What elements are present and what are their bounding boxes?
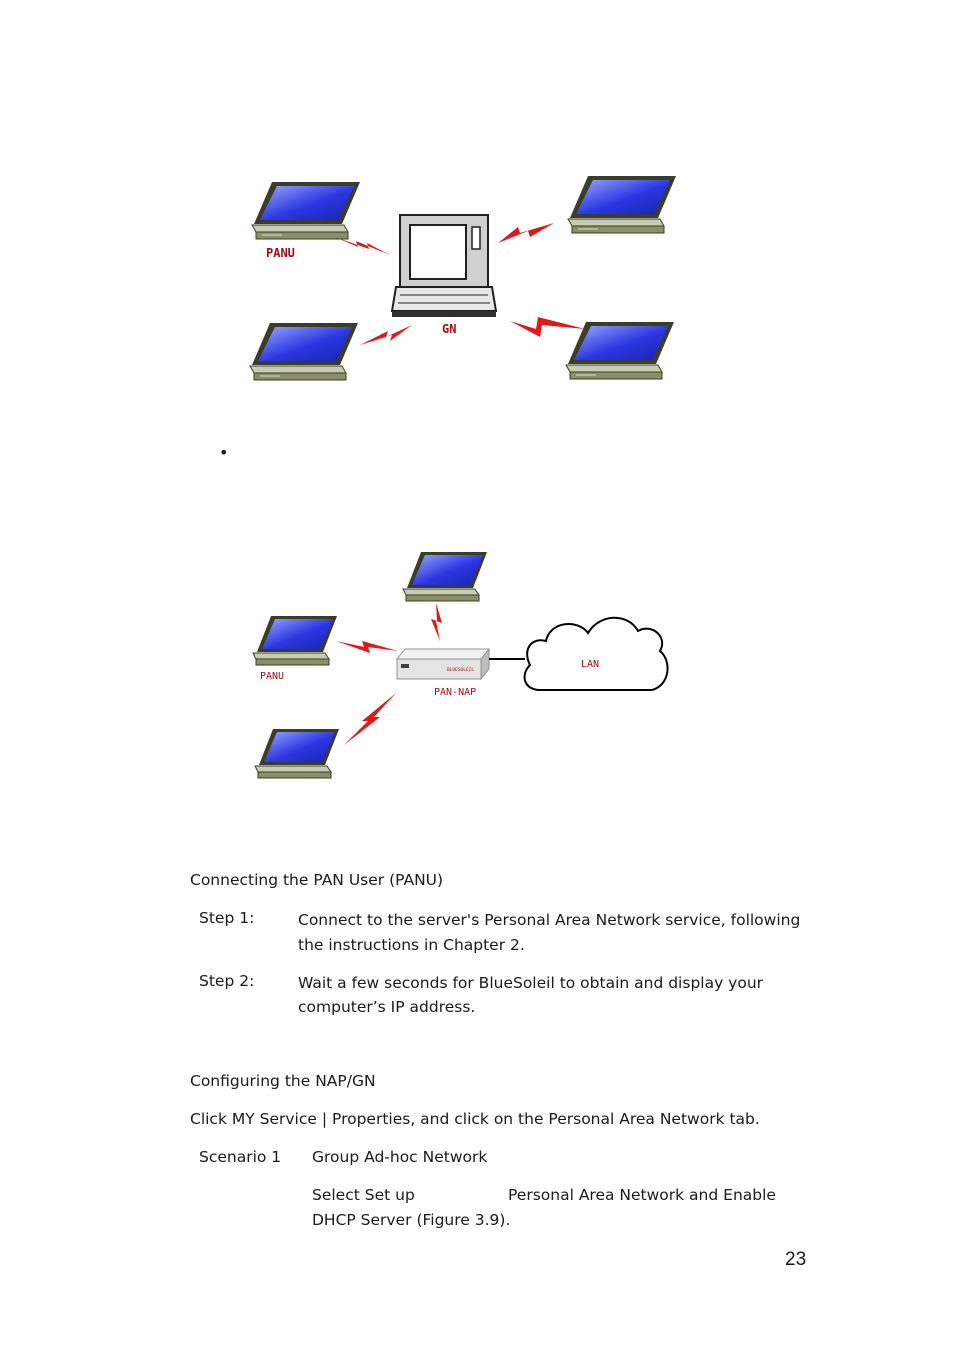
lightning-bolt-icon bbox=[360, 325, 412, 345]
scenario-label: Scenario 1 bbox=[199, 1147, 281, 1167]
lightning-bolt-icon bbox=[336, 641, 398, 653]
properties-instruction: Click MY Service | Properties, and click… bbox=[190, 1109, 760, 1129]
step-1-label: Step 1: bbox=[199, 908, 254, 928]
lightning-bolt-icon bbox=[344, 693, 396, 745]
device-brand-text: BLUESOLEIL bbox=[447, 667, 474, 673]
laptop-icon-bottom-right bbox=[566, 322, 674, 379]
laptop-icon-top-left bbox=[252, 182, 360, 239]
lightning-bolt-icon bbox=[431, 603, 442, 641]
configuring-nap-heading: Configuring the NAP/GN bbox=[190, 1071, 376, 1091]
lan-label: LAN bbox=[581, 659, 599, 670]
step-1-text: Connect to the server's Personal Area Ne… bbox=[298, 908, 818, 958]
step-2-text: Wait a few seconds for BlueSoleil to obt… bbox=[298, 971, 798, 1019]
laptop-icon-bottom bbox=[255, 729, 339, 778]
figure-group-adhoc-network: PANU GN bbox=[240, 165, 690, 390]
step-2-label: Step 2: bbox=[199, 971, 254, 991]
select-pan-text: Personal Area Network and Enable bbox=[508, 1185, 776, 1205]
figure-network-access-point: BLUESOLEIL LAN PANU PAN-NAP bbox=[240, 545, 680, 785]
pan-nap-label: PAN-NAP bbox=[434, 687, 476, 698]
bullet-point: • bbox=[219, 443, 228, 462]
dhcp-server-text: DHCP Server (Figure 3.9). bbox=[312, 1210, 510, 1230]
page-number: 23 bbox=[785, 1249, 806, 1271]
laptop-icon-left bbox=[253, 616, 337, 665]
pan-nap-device-icon: BLUESOLEIL bbox=[397, 649, 489, 679]
gn-computer-icon bbox=[392, 215, 496, 317]
laptop-icon-bottom-left bbox=[250, 323, 358, 380]
gn-label: GN bbox=[442, 322, 456, 336]
scenario-title: Group Ad-hoc Network bbox=[312, 1147, 487, 1167]
panu-label: PANU bbox=[266, 246, 295, 260]
lan-cloud-icon bbox=[525, 618, 668, 690]
lightning-bolt-icon bbox=[335, 237, 390, 255]
lightning-bolt-icon bbox=[510, 317, 585, 337]
lightning-bolt-icon bbox=[498, 223, 554, 243]
panu-label: PANU bbox=[260, 671, 284, 682]
select-setup-text: Select Set up bbox=[312, 1185, 415, 1205]
laptop-icon-top-right bbox=[568, 176, 676, 233]
connecting-panu-heading: Connecting the PAN User (PANU) bbox=[190, 870, 443, 890]
laptop-icon-top bbox=[403, 552, 487, 601]
